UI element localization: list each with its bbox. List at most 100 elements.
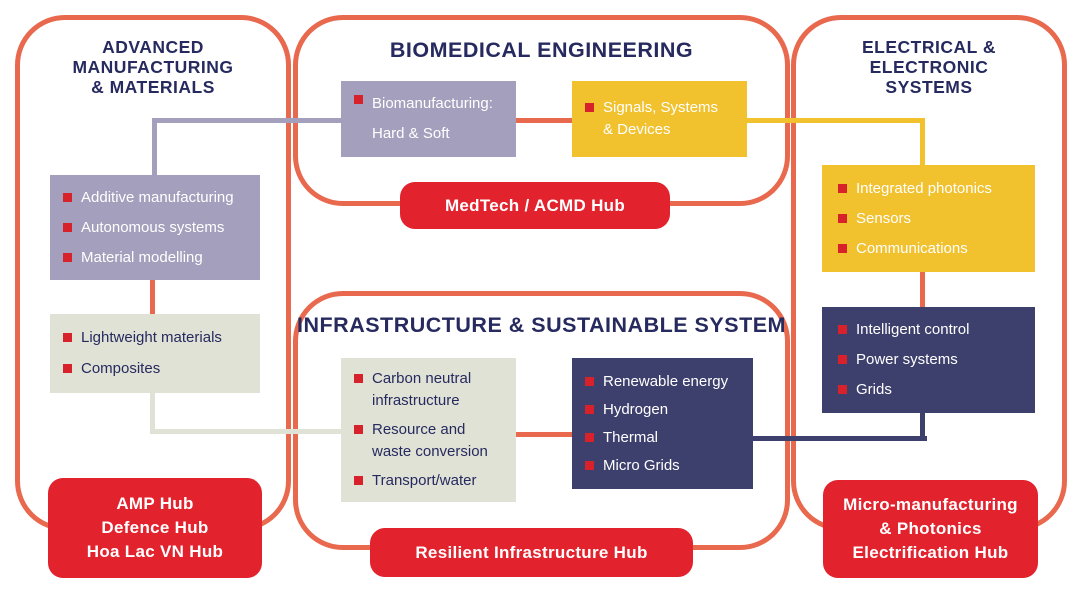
resilient-infrastructure-hub-badge: Resilient Infrastructure Hub (370, 528, 693, 577)
manufacturing-topics-box: Additive manufacturing Autonomous system… (50, 175, 260, 280)
carbon-neutral-box: Carbon neutral infrastructure Resource a… (341, 358, 516, 502)
hub-line: Defence Hub (101, 518, 209, 537)
bullet-square-icon (838, 355, 847, 364)
hub-line: AMP Hub (116, 494, 194, 513)
infrastructure-title: INFRASTRUCTURE & SUSTAINABLE SYSTEM (297, 313, 786, 337)
electrical-systems-panel (791, 15, 1067, 531)
bullet-square-icon (838, 385, 847, 394)
list-item-label: Transport/water (372, 472, 477, 489)
bullet-square-icon (585, 103, 594, 112)
bullet-square-icon (63, 252, 72, 262)
title-line: ELECTRONIC (869, 57, 989, 77)
list-item: Signals, Systems & Devices (585, 97, 739, 141)
list-item-label: Intelligent control (856, 321, 970, 338)
bullet-square-icon (585, 404, 594, 414)
hub-line: & Photonics (879, 519, 982, 538)
list-item: Communications (838, 238, 1027, 260)
list-item: Composites (63, 358, 252, 380)
connector-gray-vertical (152, 118, 157, 178)
list-item-label: Thermal (603, 428, 659, 446)
hub-line: Electrification Hub (852, 543, 1009, 562)
bullet-square-icon (63, 192, 72, 202)
bullet-square-icon (63, 364, 72, 373)
list-item-label: Power systems (856, 351, 958, 368)
bullet-square-icon (354, 476, 363, 485)
electrical-systems-title: ELECTRICAL & ELECTRONIC SYSTEMS (791, 37, 1067, 97)
list-item: Additive manufacturing (63, 187, 252, 209)
bullet-square-icon (354, 425, 363, 434)
title-line: MANUFACTURING (72, 57, 234, 77)
list-item: Integrated photonics (838, 178, 1027, 200)
list-item: Autonomous systems (63, 217, 252, 239)
list-item: Lightweight materials (63, 327, 252, 349)
hub-line: Hoa Lac VN Hub (86, 542, 224, 561)
bullet-square-icon (838, 243, 847, 253)
list-item-label: Additive manufacturing (81, 188, 234, 206)
list-item: Hydrogen (585, 399, 745, 421)
connector-navy-vertical (920, 410, 925, 441)
connector-yellow-vertical (920, 118, 925, 168)
connector-coral-carbon-energy (514, 432, 574, 437)
bullet-square-icon (585, 376, 594, 386)
connector-sage-horizontal (150, 429, 343, 434)
connector-gray-horizontal (152, 118, 343, 123)
list-item: Material modelling (63, 247, 252, 269)
bullet-square-icon (838, 325, 847, 334)
renewable-energy-box: Renewable energy Hydrogen Thermal Micro … (572, 358, 753, 489)
list-item: Carbon neutral infrastructure (354, 368, 508, 412)
bullet-square-icon (63, 333, 72, 342)
bullet-square-icon (838, 183, 847, 193)
list-item: Thermal (585, 427, 745, 449)
list-item-label: Renewable energy (603, 372, 729, 390)
list-item-label: Integrated photonics (856, 179, 992, 197)
bullet-square-icon (63, 222, 72, 232)
connector-yellow-horizontal (745, 118, 925, 123)
list-item-label: Grids (856, 381, 892, 398)
biomedical-engineering-title: BIOMEDICAL ENGINEERING (389, 38, 694, 62)
list-item-label: Composites (81, 360, 161, 377)
title-line: ADVANCED (102, 37, 204, 57)
list-item-label: Resource and waste conversion (372, 421, 488, 460)
list-item: Biomanufacturing: Hard & Soft (354, 89, 508, 149)
title-line: & MATERIALS (91, 77, 215, 97)
list-item: Grids (838, 379, 1027, 401)
list-item-label: Lightweight materials (81, 329, 222, 346)
connector-coral-photonics-power (920, 270, 925, 309)
list-item: Transport/water (354, 470, 508, 492)
list-item-label: Sensors (856, 209, 912, 227)
advanced-manufacturing-title: ADVANCED MANUFACTURING & MATERIALS (15, 37, 291, 97)
bullet-square-icon (585, 432, 594, 442)
title-line: SYSTEMS (885, 77, 973, 97)
title-line: ELECTRICAL & (861, 37, 996, 57)
list-item: Sensors (838, 208, 1027, 230)
bullet-square-icon (354, 95, 363, 104)
bullet-square-icon (354, 374, 363, 383)
connector-sage-vertical (150, 391, 155, 433)
bullet-square-icon (838, 213, 847, 223)
list-item: Power systems (838, 349, 1027, 371)
connector-coral-manufacturing-materials (150, 278, 155, 317)
power-topics-box: Intelligent control Power systems Grids (822, 307, 1035, 413)
connector-navy-horizontal (751, 436, 927, 441)
amp-defence-hoalac-hub-badge: AMP Hub Defence Hub Hoa Lac VN Hub (48, 478, 262, 578)
micro-manufacturing-hub-badge: Micro-manufacturing & Photonics Electrif… (823, 480, 1038, 578)
list-item-label: Material modelling (81, 248, 203, 266)
medtech-acmd-hub-badge: MedTech / ACMD Hub (400, 182, 670, 229)
connector-coral-biomanufacturing-signals (514, 118, 574, 123)
bullet-square-icon (585, 460, 594, 470)
list-item-label: Carbon neutral infrastructure (372, 370, 472, 409)
list-item: Micro Grids (585, 455, 745, 477)
list-item: Intelligent control (838, 319, 1027, 341)
list-item-label: Communications (856, 239, 968, 257)
hub-line: Micro-manufacturing (843, 495, 1018, 514)
signals-systems-box: Signals, Systems & Devices (572, 81, 747, 157)
biomanufacturing-box: Biomanufacturing: Hard & Soft (341, 81, 516, 157)
list-item-label: Biomanufacturing: Hard & Soft (372, 95, 493, 142)
list-item: Renewable energy (585, 371, 745, 393)
list-item: Resource and waste conversion (354, 419, 508, 463)
list-item-label: Hydrogen (603, 400, 669, 418)
list-item-label: Autonomous systems (81, 218, 225, 236)
list-item-label: Signals, Systems & Devices (603, 99, 719, 138)
list-item-label: Micro Grids (603, 456, 680, 474)
materials-topics-box: Lightweight materials Composites (50, 314, 260, 393)
